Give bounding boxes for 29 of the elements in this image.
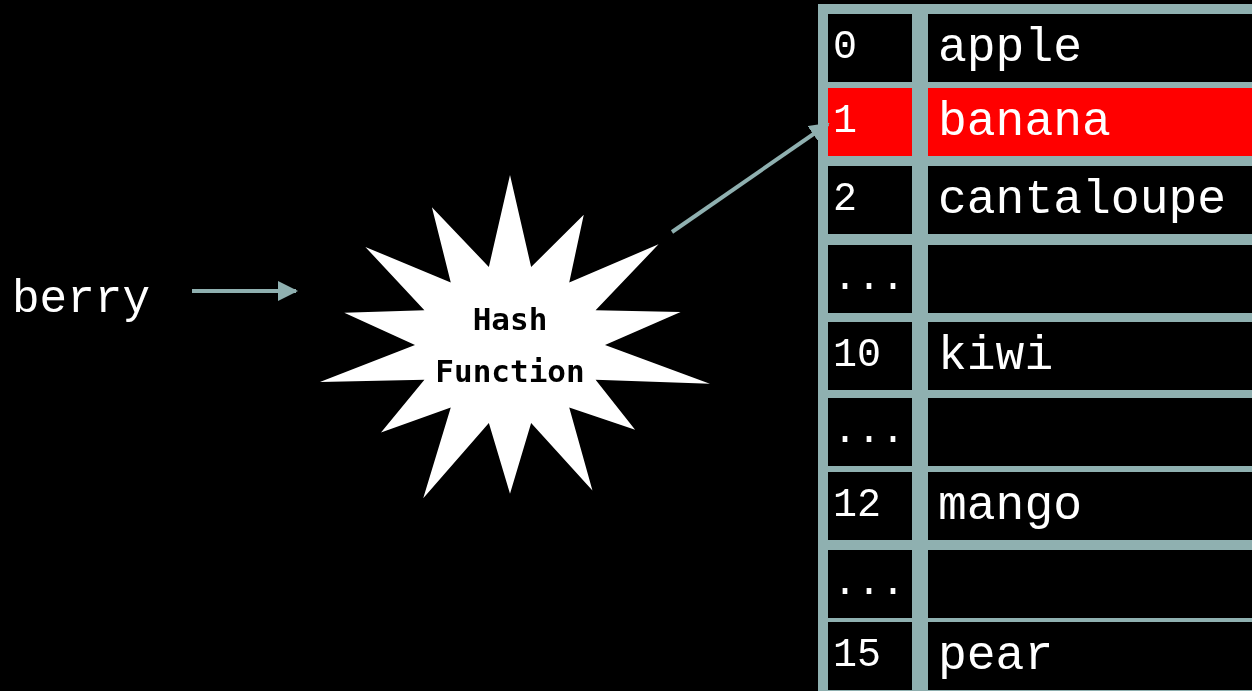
table-row [828, 245, 1252, 313]
index-cell: 2 [828, 166, 912, 234]
value-cell: cantaloupe [928, 166, 1252, 234]
table-row [828, 88, 1252, 156]
index-cell: ... [828, 398, 912, 466]
value-cell: pear [928, 622, 1252, 690]
table-row [828, 622, 1252, 690]
index-cell: 12 [828, 472, 912, 540]
table-row [828, 472, 1252, 540]
index-cell: 1 [828, 88, 912, 156]
arrow [192, 281, 298, 301]
arrow [670, 122, 830, 234]
value-cell: kiwi [928, 322, 1252, 390]
node-label: Hash Function [434, 300, 586, 391]
value-cell: apple [928, 14, 1252, 82]
index-cell: ... [828, 245, 912, 313]
index-cell: ... [828, 550, 912, 618]
table-row [828, 398, 1252, 466]
table-row [828, 166, 1252, 234]
hash-table [818, 4, 1252, 691]
table-row [828, 322, 1252, 390]
index-cell: 15 [828, 622, 912, 690]
value-cell: mango [928, 472, 1252, 540]
index-cell: 0 [828, 14, 912, 82]
input-key: berry [12, 270, 182, 330]
table-row [828, 14, 1252, 82]
value-cell: banana [928, 88, 1252, 156]
index-cell: 10 [828, 322, 912, 390]
table-row [828, 550, 1252, 618]
